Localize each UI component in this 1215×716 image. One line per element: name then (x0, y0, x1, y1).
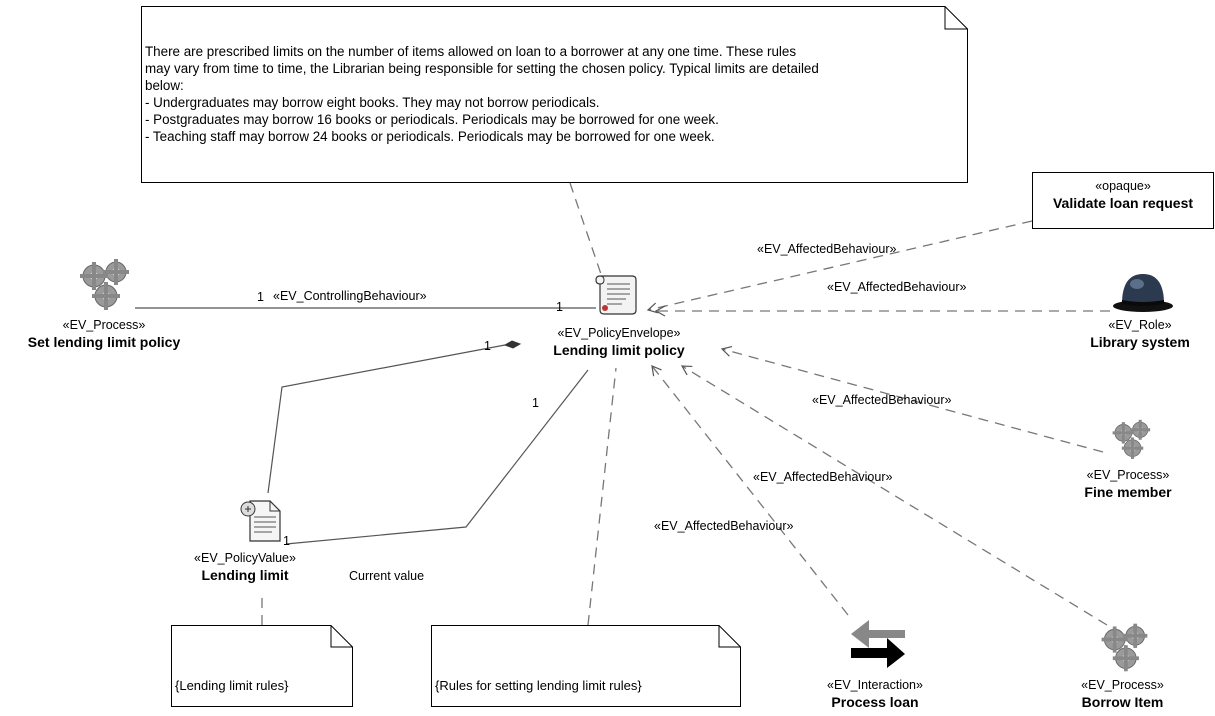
node-stereotype: «EV_PolicyValue» (194, 551, 296, 565)
node-name: Library system (1090, 334, 1190, 350)
edge-label-affected: «EV_AffectedBehaviour» (812, 393, 952, 407)
node-stereotype: «EV_Interaction» (827, 678, 923, 692)
edge-label-current-value: Current value (349, 569, 425, 583)
edge-affected-process (651, 365, 849, 616)
note-line: - Postgraduates may borrow 16 books or p… (145, 112, 719, 127)
edge-label-controlling: «EV_ControllingBehaviour» (273, 289, 427, 303)
multiplicity-label: 1 (484, 339, 491, 353)
note-line: - Undergraduates may borrow eight books.… (145, 95, 600, 110)
node-stereotype: «opaque» (1095, 179, 1151, 193)
note-line: below: (145, 78, 184, 93)
lending-limit-rules-note: {Lending limit rules} (171, 625, 353, 707)
note-anchor-main (569, 182, 605, 284)
note-shape (171, 625, 353, 707)
note-text: {Lending limit rules} (175, 678, 289, 693)
borrow-item-node[interactable]: «EV_Process» Borrow Item (1050, 677, 1195, 711)
scroll-icon (592, 270, 642, 325)
edge-composition (267, 344, 506, 494)
note-line: may vary from time to time, the Libraria… (145, 61, 819, 76)
node-name: Borrow Item (1081, 694, 1164, 710)
gears-icon (1108, 418, 1154, 465)
node-stereotype: «EV_PolicyEnvelope» (557, 326, 681, 340)
gears-icon (74, 258, 134, 315)
setting-rules-note: {Rules for setting lending limit rules} (431, 625, 741, 707)
node-stereotype: «EV_Role» (1108, 318, 1172, 332)
edge-affected-fine (720, 345, 1104, 453)
note-shape (431, 625, 741, 707)
node-name: Set lending limit policy (27, 334, 181, 350)
exchange-arrows-icon (849, 614, 907, 675)
bowler-hat-icon (1110, 270, 1176, 319)
fine-member-node[interactable]: «EV_Process» Fine member (1058, 467, 1198, 501)
process-loan-node[interactable]: «EV_Interaction» Process loan (800, 677, 950, 711)
composition-diamond (503, 340, 522, 349)
library-system-node[interactable]: «EV_Role» Library system (1065, 317, 1215, 351)
note-line: - Teaching staff may borrow 24 books or … (145, 129, 715, 144)
node-name: Lending limit (201, 567, 289, 583)
multiplicity-label: 1 (556, 300, 563, 314)
note-shape (141, 6, 968, 183)
edge-label-affected: «EV_AffectedBehaviour» (757, 242, 897, 256)
gears-icon (1096, 622, 1152, 677)
multiplicity-label: 1 (532, 396, 539, 410)
node-name: Fine member (1084, 484, 1172, 500)
note-anchor-setting-rules (587, 367, 617, 626)
edge-current-value (285, 369, 589, 545)
policy-description-note: There are prescribed limits on the numbe… (141, 6, 968, 183)
document-icon (236, 495, 286, 548)
node-stereotype: «EV_Process» (62, 318, 146, 332)
set-lending-limit-policy-node[interactable]: «EV_Process» Set lending limit policy (4, 317, 204, 351)
node-stereotype: «EV_Process» (1086, 468, 1170, 482)
node-name: Process loan (831, 694, 919, 710)
edge-label-affected: «EV_AffectedBehaviour» (654, 519, 794, 533)
node-name: Validate loan request (1052, 195, 1194, 211)
note-text: {Rules for setting lending limit rules} (435, 678, 642, 693)
edge-label-affected: «EV_AffectedBehaviour» (827, 280, 967, 294)
note-line: There are prescribed limits on the numbe… (145, 44, 797, 59)
lending-limit-node[interactable]: «EV_PolicyValue» Lending limit (170, 550, 320, 584)
edge-label-affected: «EV_AffectedBehaviour» (753, 470, 893, 484)
validate-loan-request-node[interactable]: «opaque» Validate loan request (1032, 172, 1214, 229)
edge-affected-validate (646, 220, 1033, 314)
node-name: Lending limit policy (553, 342, 685, 358)
edge-affected-borrow (680, 365, 1108, 626)
multiplicity-label: 1 (257, 290, 264, 304)
lending-limit-policy-node[interactable]: «EV_PolicyEnvelope» Lending limit policy (514, 325, 724, 359)
multiplicity-label: 1 (283, 534, 290, 548)
node-stereotype: «EV_Process» (1081, 678, 1164, 692)
